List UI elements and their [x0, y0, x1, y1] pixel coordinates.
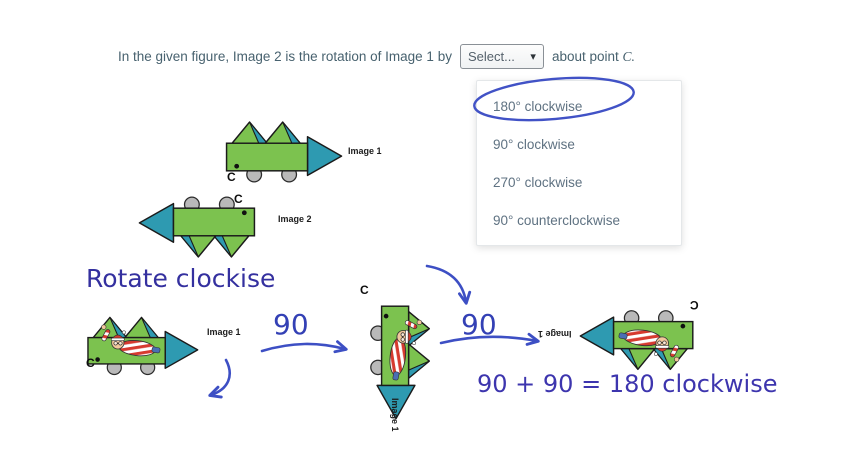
question-text-after: about point C. [552, 49, 635, 65]
question-row: In the given figure, Image 2 is the rota… [118, 44, 635, 69]
work-step3-label: Image 1 [538, 329, 572, 339]
chevron-down-icon: ▾ [530, 51, 536, 63]
work-step2-label: Image 1 [390, 398, 400, 432]
option-180-clockwise[interactable]: 180° clockwise [493, 98, 583, 114]
question-text: In the given figure, Image 2 is the rota… [118, 49, 452, 64]
wagon-shape-image2 [138, 196, 256, 258]
dropdown-panel: 180° clockwise 90° clockwise 270° clockw… [476, 80, 682, 246]
figure-image2 [133, 186, 271, 269]
work-step3-figure [574, 300, 709, 381]
arrow-down-icon [208, 358, 231, 399]
arrow-right-icon [260, 340, 348, 354]
point-c-label: C [86, 356, 95, 370]
image1-label: Image 1 [348, 146, 382, 156]
rotation-select[interactable]: Select... ▾ [459, 44, 544, 69]
option-270-clockwise[interactable]: 270° clockwise [493, 174, 583, 190]
about-point-text: about point [551, 48, 619, 64]
point-c-label: C [360, 283, 369, 297]
wagon-with-waldo [579, 310, 694, 371]
work-step1-label: Image 1 [207, 327, 241, 337]
work-step2-figure [360, 290, 441, 425]
wagon-with-waldo [87, 316, 199, 376]
select-value: Select... [467, 49, 515, 64]
option-90-clockwise[interactable]: 90° clockwise [493, 136, 575, 152]
point-c-label: C [234, 192, 243, 206]
point-c-label: C [690, 298, 699, 312]
first-90-note: 90 [273, 308, 309, 341]
option-90-counterclockwise[interactable]: 90° counterclockwise [493, 212, 620, 228]
wagon-with-waldo [370, 305, 431, 420]
point-c-label: C [227, 170, 236, 184]
sum-note: 90 + 90 = 180 clockwise [477, 370, 778, 398]
point-reference: C. [622, 48, 635, 64]
work-step1-figure [72, 306, 204, 385]
image2-label: Image 2 [278, 214, 312, 224]
second-90-note: 90 [461, 308, 497, 341]
rotate-clockwise-note: Rotate clockise [86, 264, 276, 293]
